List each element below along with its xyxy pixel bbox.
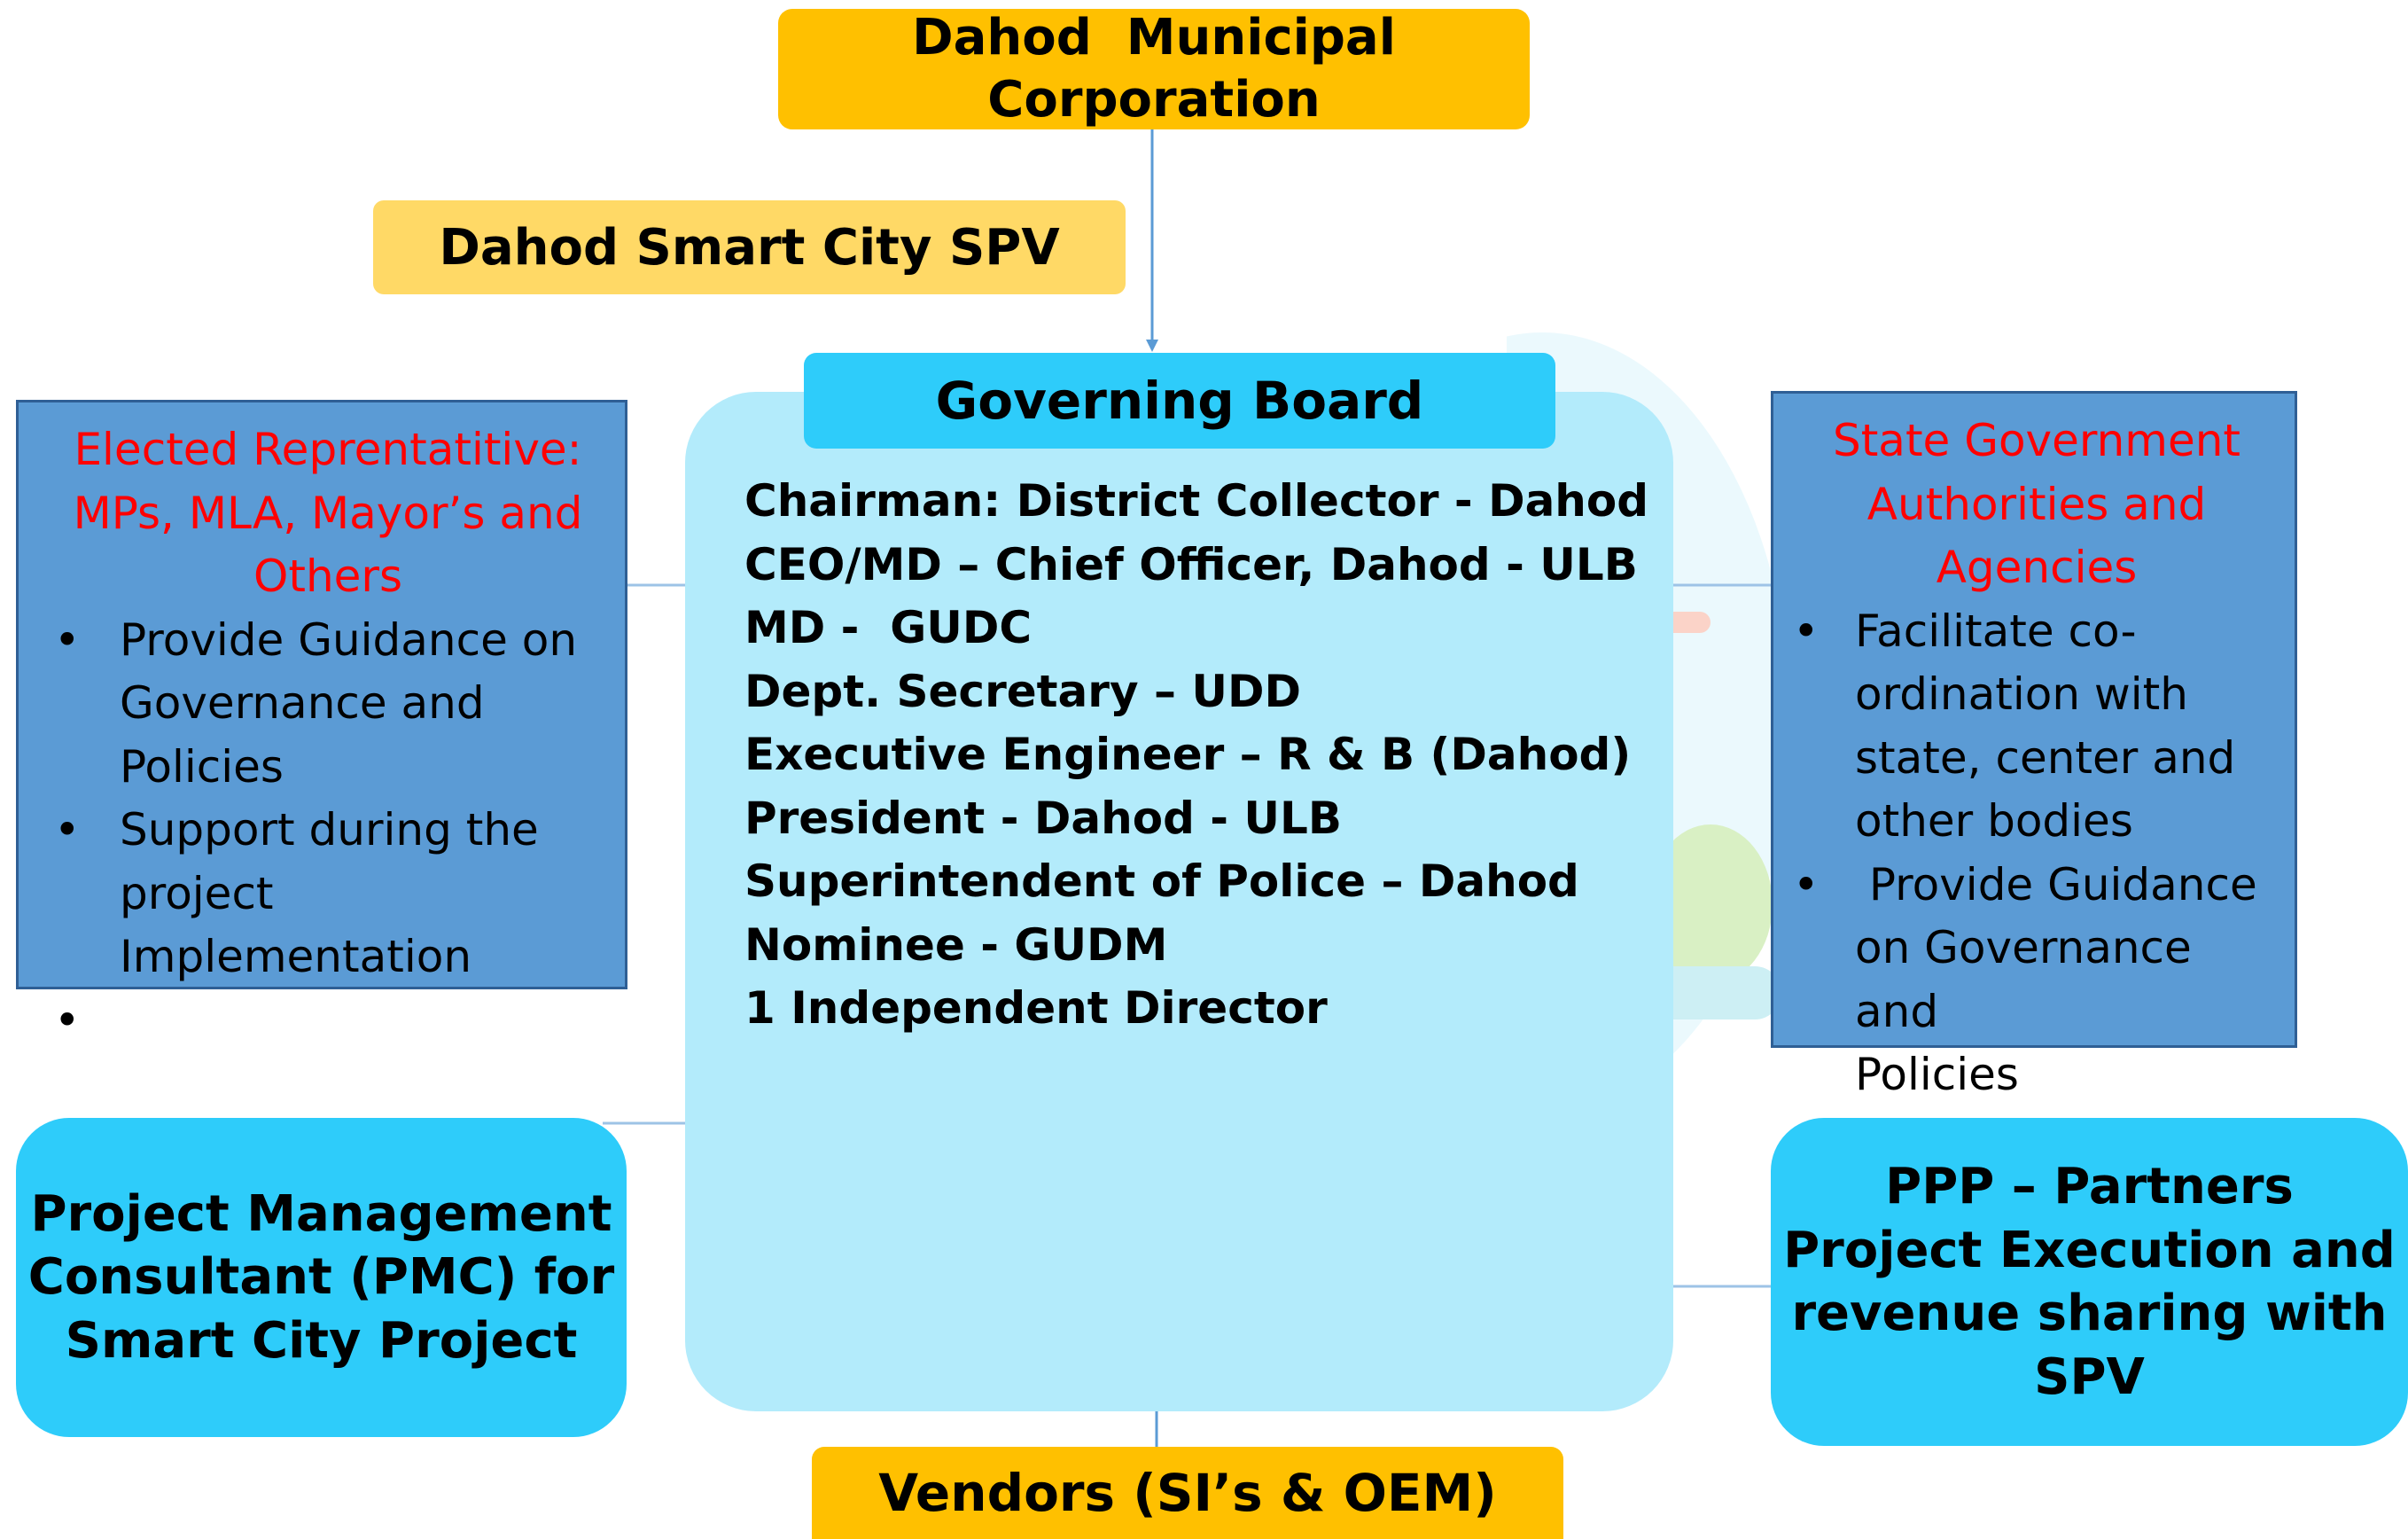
vendors-label: Vendors (SI’s & OEM): [878, 1463, 1497, 1523]
state-heading-line: Agencies: [1936, 542, 2138, 593]
pmc-box: Project Management Consultant (PMC) for …: [16, 1118, 627, 1437]
dmc-label-line1: Dahod Municipal: [912, 9, 1396, 66]
elected-heading-line: Elected Reprentatitive:: [74, 424, 582, 475]
state-bullet-guidance: Provide Guidance on Governance and Polic…: [1786, 854, 2287, 1107]
board-member: MD - GUDC: [744, 602, 1033, 653]
ppp-text-line: Project Execution and: [1783, 1221, 2396, 1279]
bullet-text-line: Facilitate co-: [1855, 605, 2137, 657]
governing-board-member-list: Chairman: District Collector - Dahod CEO…: [744, 470, 1666, 1041]
state-bullet-list: Facilitate co- ordination with state, ce…: [1786, 600, 2287, 1107]
state-government-panel: State Government Authorities and Agencie…: [1771, 391, 2297, 1100]
pmc-text-line: Consultant (PMC) for: [27, 1248, 615, 1307]
state-bullet-coordination: Facilitate co- ordination with state, ce…: [1786, 600, 2287, 854]
board-member: Chairman: District Collector - Dahod: [744, 475, 1649, 527]
pmc-text-line: Project Management: [30, 1184, 612, 1243]
elected-heading-line: Others: [253, 551, 403, 602]
dahod-municipal-corporation-box: Dahod Municipal Corporation: [778, 9, 1530, 129]
board-member: Superintendent of Police – Dahod: [744, 855, 1579, 907]
state-heading-line: Authorities and: [1866, 478, 2207, 530]
elected-bullet-list: Provide Guidance on Governance and Polic…: [38, 609, 618, 1053]
board-member: Nominee - GUDM: [744, 918, 1168, 971]
board-member: Dept. Secretary – UDD: [744, 665, 1301, 717]
elected-bullet-support: Support during the project Implementatio…: [38, 799, 618, 989]
governing-board-title: Governing Board: [935, 371, 1424, 431]
elected-bullet-empty: [38, 989, 618, 1053]
pmc-text-line: Smart City Project: [65, 1311, 578, 1370]
ppp-text-line: SPV: [2034, 1348, 2145, 1406]
bullet-text-line: other bodies: [1855, 795, 2133, 847]
elected-bullet-guidance: Provide Guidance on Governance and Polic…: [38, 609, 618, 800]
bullet-text-line: project Implementation: [120, 867, 472, 983]
board-member: 1 Independent Director: [744, 982, 1328, 1034]
ppp-text-line: PPP – Partners: [1885, 1158, 2294, 1215]
bullet-text-line: Provide Guidance on: [120, 613, 578, 666]
bullet-text-line: on Governance and: [1855, 922, 2192, 1037]
dmc-label-line2: Corporation: [987, 71, 1321, 129]
board-member: Executive Engineer – R & B (Dahod): [744, 729, 1632, 780]
smart-city-spv-box: Dahod Smart City SPV: [373, 200, 1126, 294]
bullet-text-line: Policies: [1855, 1049, 2019, 1100]
elected-heading: Elected Reprentatitive: MPs, MLA, Mayor’…: [38, 418, 618, 609]
vendors-box: Vendors (SI’s & OEM): [812, 1447, 1563, 1539]
board-member: President - Dahod - ULB: [744, 792, 1342, 844]
governing-board-panel: [685, 392, 1673, 1411]
board-member: CEO/MD – Chief Officer, Dahod - ULB: [744, 538, 1638, 590]
governing-board-title-box: Governing Board: [804, 353, 1555, 449]
bullet-text-line: state, center and: [1855, 731, 2236, 784]
bullet-text-line: ordination with: [1855, 668, 2188, 720]
elected-heading-line: MPs, MLA, Mayor’s and: [73, 487, 583, 539]
ppp-text-line: revenue sharing with: [1791, 1285, 2388, 1342]
state-heading-line: State Government: [1832, 415, 2241, 466]
bullet-text-line: Provide Guidance: [1855, 858, 2257, 910]
bullet-text-line: Support during the: [120, 804, 539, 855]
bullet-text-line: Policies: [120, 740, 284, 793]
state-heading: State Government Authorities and Agencie…: [1786, 410, 2287, 600]
spv-label: Dahod Smart City SPV: [439, 218, 1060, 277]
bullet-text-line: Governance and: [120, 677, 485, 729]
elected-representatives-panel: Elected Reprentatitive: MPs, MLA, Mayor’…: [16, 400, 627, 1052]
ppp-partners-box: PPP – Partners Project Execution and rev…: [1771, 1118, 2408, 1446]
